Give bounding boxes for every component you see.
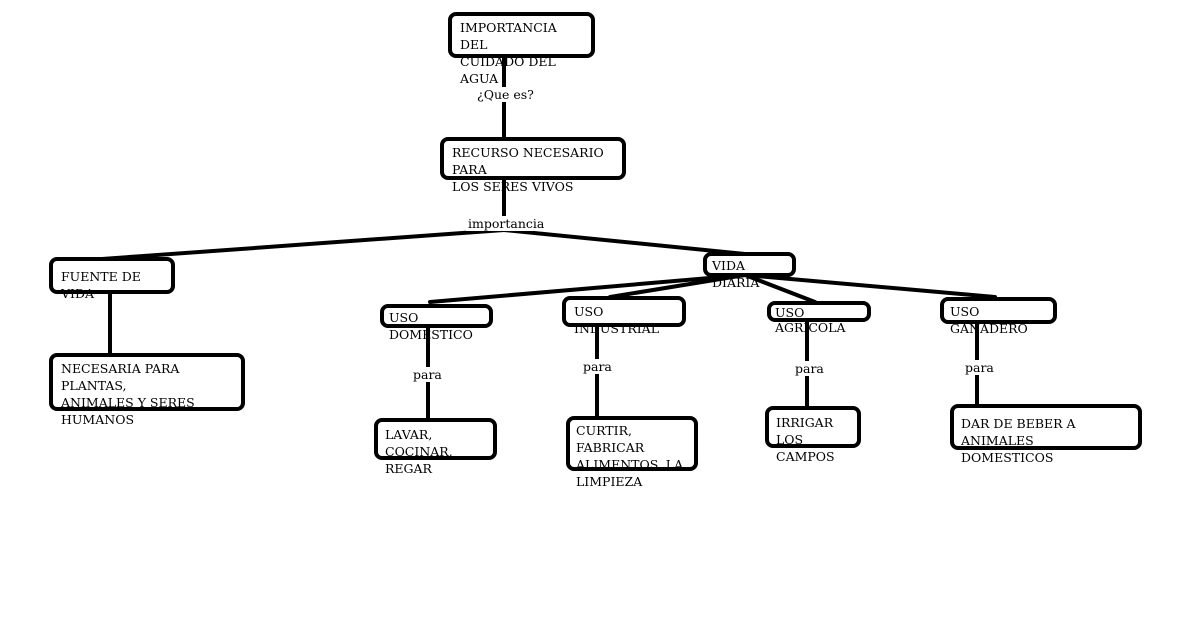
label-para-domestico: para [411,367,444,382]
edge-vida-industrial [608,273,747,299]
node-dar: DAR DE BEBER A ANIMALES DOMESTICOS [950,404,1142,465]
node-vida-diaria: VIDA DIARIA [703,252,796,290]
node-uso-industrial: USO INDUSTRIAL [562,296,686,336]
node-uso-domestico: USO DOMESTICO [380,304,493,342]
label-para-agricola: para [793,361,826,376]
label-que-es: ¿Que es? [475,87,536,102]
node-recurso: RECURSO NECESARIO PARA LOS SERES VIVOS [440,137,626,194]
edge-vida-agricola [743,273,817,304]
edge-importancia-vida-diaria [502,228,747,256]
node-uso-ganadero: USO GANADERO [940,297,1057,336]
label-importancia: importancia [466,216,547,231]
label-para-industrial: para [581,359,614,374]
node-uso-agricola: USO AGRICOLA [767,301,871,335]
node-root: IMPORTANCIA DEL CUIDADO DEL AGUA [448,12,595,86]
edge-vida-ganadero [743,273,997,299]
label-para-ganadero: para [963,360,996,375]
node-curtir: CURTIR, FABRICAR ALIMENTOS, LA LIMPIEZA [566,416,698,489]
node-fuente-de-vida: FUENTE DE VIDA [49,257,175,301]
node-irrigar: IRRIGAR LOS CAMPOS [765,406,861,464]
edge-vida-domestico [428,273,747,304]
node-lavar: LAVAR, COCINAR, REGAR [374,418,497,476]
edge-importancia-fuente [58,228,506,264]
node-necesaria: NECESARIA PARA PLANTAS, ANIMALES Y SERES… [49,353,245,427]
